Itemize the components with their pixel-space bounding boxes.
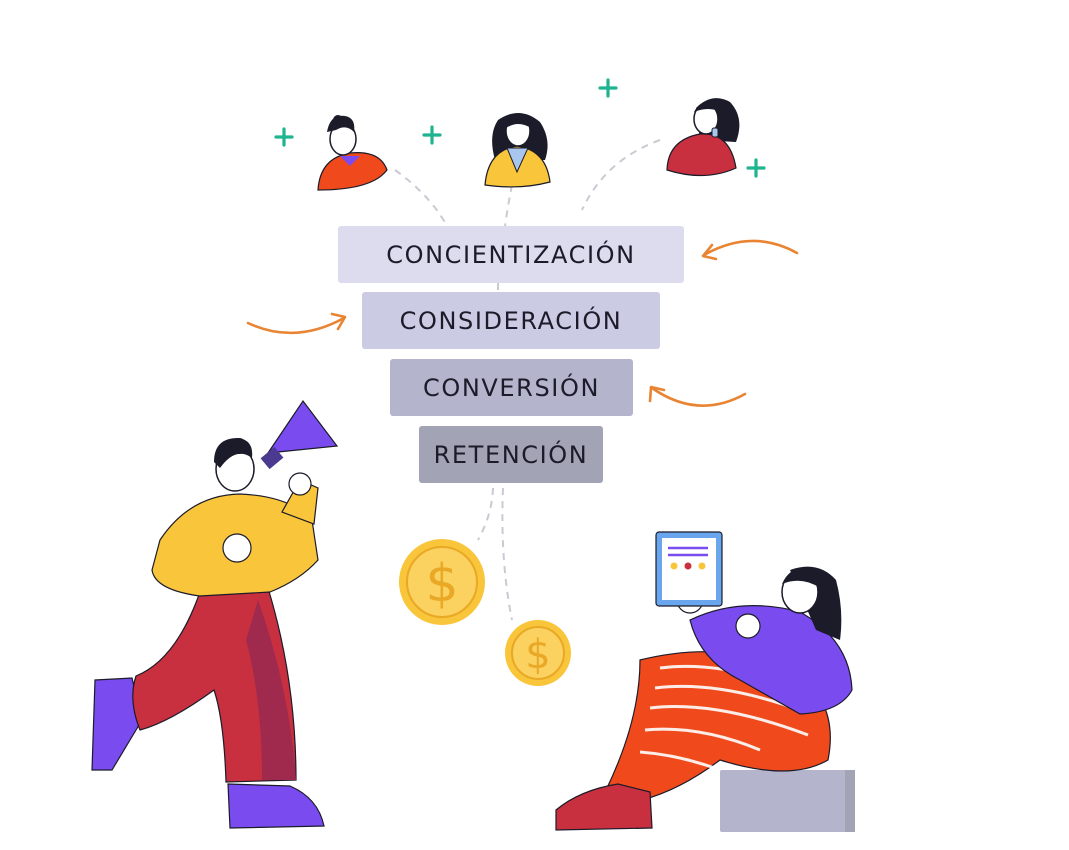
avatar bbox=[484, 112, 551, 188]
dashed-line-person-3 bbox=[581, 139, 661, 211]
dashed-line-person-1 bbox=[394, 169, 448, 227]
dashed-connectors bbox=[394, 139, 661, 621]
plus-icon bbox=[274, 127, 294, 147]
dashed-line-person-2 bbox=[504, 184, 513, 227]
funnel-stage-awareness: CONCIENTIZACIÓN bbox=[338, 226, 684, 283]
coin-icon: $ bbox=[505, 620, 571, 686]
tablet-icon bbox=[655, 531, 723, 607]
funnel-stage-label: CONCIENTIZACIÓN bbox=[386, 240, 636, 269]
funnel-stage-retention: RETENCIÓN bbox=[419, 426, 603, 483]
megaphone-icon bbox=[260, 399, 339, 470]
svg-text:$: $ bbox=[525, 632, 550, 678]
curved-arrow-icon bbox=[701, 239, 799, 261]
plus-icon bbox=[422, 125, 442, 145]
curved-arrow-icon bbox=[648, 385, 747, 407]
dashed-line-coin-1 bbox=[477, 487, 494, 541]
svg-text:$: $ bbox=[425, 554, 458, 614]
funnel-stage-label: CONVERSIÓN bbox=[422, 373, 600, 402]
woman-with-tablet bbox=[555, 566, 855, 832]
plus-icon bbox=[746, 158, 766, 178]
plus-icon bbox=[598, 78, 618, 98]
funnel-stage-label: CONSIDERACIÓN bbox=[399, 306, 623, 335]
curved-arrow-icon bbox=[246, 312, 347, 335]
man-with-megaphone bbox=[91, 438, 325, 829]
funnel-stage-conversion: CONVERSIÓN bbox=[390, 359, 633, 416]
avatar bbox=[317, 115, 388, 191]
avatar bbox=[666, 98, 740, 177]
coin-icon: $ bbox=[399, 539, 485, 625]
dashed-line-coin-2 bbox=[501, 487, 513, 621]
funnel-stage-label: RETENCIÓN bbox=[433, 440, 589, 469]
funnel-stage-consideration: CONSIDERACIÓN bbox=[362, 292, 660, 349]
seat-block bbox=[720, 770, 855, 832]
